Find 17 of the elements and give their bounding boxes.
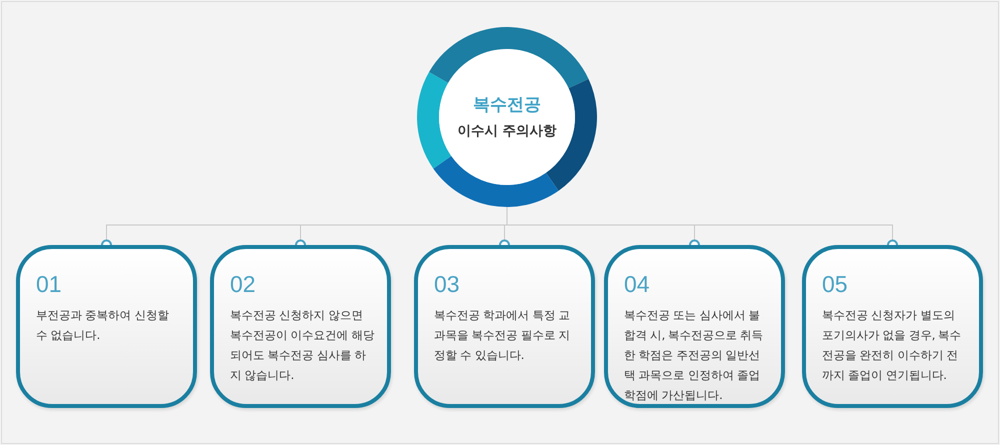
step-card xyxy=(414,245,595,408)
step-card xyxy=(16,245,197,408)
step-number: 05 xyxy=(822,271,848,297)
ring-title: 복수전공 xyxy=(472,94,542,116)
step-number: 02 xyxy=(230,271,256,297)
step-number: 04 xyxy=(624,271,650,297)
description-text: 복수전공 신청하지 않으면 복수전공이 이수요건에 해당 되어도 복수전공 심사를 하지 않습니다. xyxy=(230,307,376,384)
step-number: 01 xyxy=(36,271,62,297)
step-card xyxy=(604,245,785,408)
step-card xyxy=(802,245,983,408)
ring-subtitle: 이수시 주의사항 xyxy=(456,122,558,140)
description-text: 복수전공 신청자가 별도의 포기의사가 없을 경우, 복수 전공을 완전히 이수하기 전까지 졸업이 연기됩니다. xyxy=(822,307,962,384)
step-number: 03 xyxy=(434,271,460,297)
description-text: 복수전공 학과에서 특정 교과목을 복수전공 필수로 지정할 수 있습니다. xyxy=(434,307,571,364)
description-text: 부전공과 중복하여 신청할 수 없습니다. xyxy=(36,307,170,344)
step-card xyxy=(210,245,391,408)
description-text: 복수전공 또는 심사에서 불합격 시, 복수전공으로 취득한 학점은 주전공의 일반선택 과목으로 인정하여 졸업학점에 가산됩니다. xyxy=(624,307,764,404)
